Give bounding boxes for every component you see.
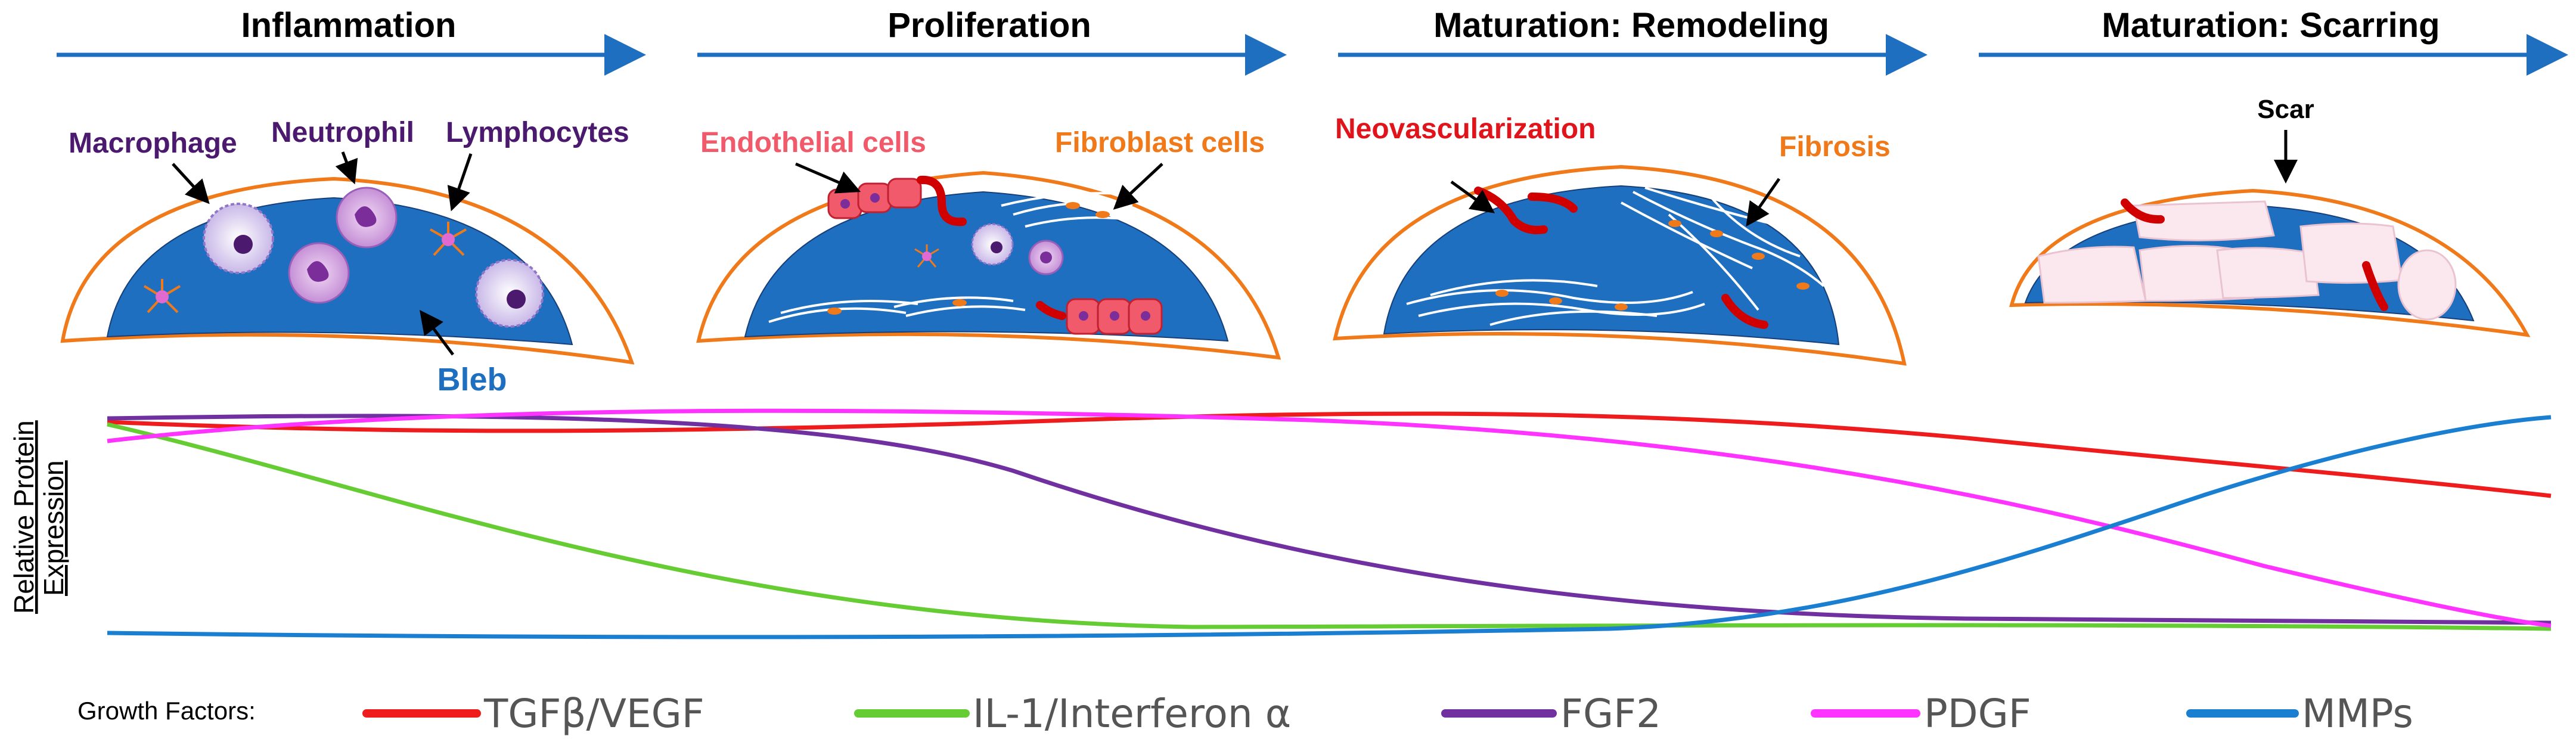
ylabel-line2: Expression — [38, 460, 69, 596]
fibroblast-label: Fibroblast cells — [1055, 127, 1265, 159]
legend-item: MMPs — [2186, 691, 2413, 737]
bleb-label: Bleb — [437, 362, 507, 398]
legend-label: IL-1/Interferon α — [973, 691, 1291, 737]
neutrophil-cell — [288, 242, 350, 304]
bleb-remodeling: Neovascularization Fibrosis — [1333, 113, 1907, 366]
blood-vessel — [1036, 301, 1066, 320]
legend-label: PDGF — [1924, 691, 2031, 737]
legend: Growth Factors: TGFβ/VEGF IL-1/Interfero… — [77, 691, 2413, 737]
bleb-scarring: Scar — [2009, 95, 2531, 337]
neutrophil-cell — [1028, 240, 1064, 275]
pointer-arrow — [1113, 163, 1163, 210]
stage-header-inflammation: Inflammation — [57, 6, 646, 76]
scar-tissue — [2037, 200, 2457, 321]
legend-label: FGF2 — [1560, 691, 1661, 737]
stage-title: Maturation: Scarring — [2102, 6, 2440, 45]
legend-label: MMPs — [2302, 691, 2413, 737]
blood-vessel — [2362, 261, 2388, 311]
fibroblast-nuclei — [1495, 220, 1810, 311]
legend-item: FGF2 — [1441, 691, 1661, 737]
legend-label: TGFβ/VEGF — [483, 691, 704, 737]
curve-pdgf — [107, 408, 2552, 628]
lymphocyte-cell — [143, 279, 181, 313]
fibrosis-label: Fibrosis — [1779, 131, 1891, 163]
bleb-inflammation: Macrophage Neutrophil Lymphocytes Bleb — [60, 117, 635, 398]
blood-vessel — [2121, 198, 2165, 224]
legend-item: TGFβ/VEGF — [362, 691, 704, 737]
blood-vessel — [1721, 294, 1768, 329]
pointer-arrow — [1746, 178, 1781, 227]
pointer-arrow — [420, 309, 455, 356]
neovascularization-label: Neovascularization — [1335, 113, 1596, 145]
pointer-arrow — [335, 151, 358, 185]
pointer-arrow — [1450, 180, 1495, 213]
lymphocytes-label: Lymphocytes — [446, 117, 629, 148]
neutrophil-label: Neutrophil — [271, 117, 414, 148]
y-axis-label: Relative Protein Expression — [8, 420, 69, 614]
legend-title: Growth Factors: — [77, 697, 256, 725]
macrophage-cell — [971, 223, 1014, 266]
pointer-arrow — [172, 163, 210, 204]
endothelial-cell-cluster — [1066, 298, 1163, 335]
endothelial-cell-cluster — [827, 178, 922, 219]
curve-tgfb-vegf — [107, 411, 2552, 498]
macrophage-cell — [203, 203, 274, 274]
stage-header-scarring: Maturation: Scarring — [1979, 6, 2568, 76]
neutrophil-cell — [336, 187, 398, 249]
bleb-proliferation: Endothelial cells Fibroblast cells — [696, 127, 1281, 360]
legend-item: IL-1/Interferon α — [854, 691, 1291, 737]
macrophage-label: Macrophage — [69, 128, 237, 159]
curve-mmps — [107, 415, 2552, 639]
lymphocyte-cell — [914, 244, 939, 268]
fibroblast-cells — [768, 192, 1145, 323]
lymphocyte-cell — [430, 222, 467, 256]
stage-title: Inflammation — [241, 6, 457, 45]
endothelial-label: Endothelial cells — [700, 127, 926, 159]
curve-fgf2 — [107, 414, 2552, 625]
scar-label: Scar — [2257, 95, 2314, 124]
pointer-arrow — [795, 162, 861, 194]
ylabel-line1: Relative Protein — [8, 420, 39, 614]
stage-title: Maturation: Remodeling — [1433, 6, 1829, 45]
curve-il1-interferon — [107, 422, 2552, 631]
stage-header-proliferation: Proliferation — [697, 6, 1287, 76]
stage-header-remodeling: Maturation: Remodeling — [1338, 6, 1928, 76]
stage-title: Proliferation — [887, 6, 1091, 45]
blood-vessel — [1528, 193, 1578, 213]
expression-curves — [107, 408, 2552, 639]
blood-vessel — [917, 175, 967, 226]
pointer-arrow — [447, 153, 473, 212]
fibroblast-nuclei — [827, 202, 1110, 315]
macrophage-cell — [475, 259, 544, 328]
legend-item: PDGF — [1811, 691, 2031, 737]
